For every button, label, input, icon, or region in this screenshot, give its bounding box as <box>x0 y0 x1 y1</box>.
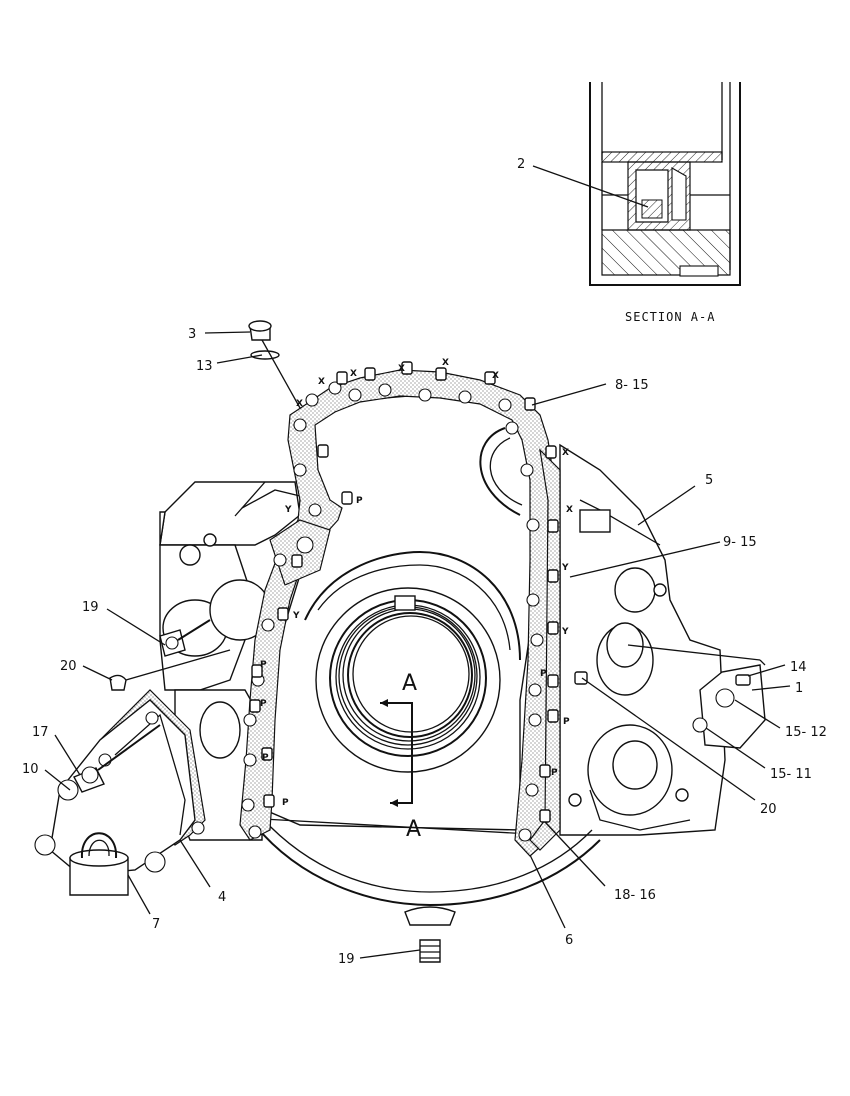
callout-8-15: 8- 15 <box>615 378 649 393</box>
callout-1: 1 <box>795 681 803 696</box>
gasket-mark-label: Y <box>561 627 569 637</box>
gasket-mark-label: X <box>296 399 303 409</box>
gasket-mark-label: P <box>540 669 547 679</box>
gasket-mark-label: X <box>318 377 325 387</box>
gasket-mark-label: P <box>260 699 267 709</box>
gasket-mark-label: P <box>282 798 289 808</box>
misc-fasteners <box>109 619 588 963</box>
gasket-mark-label: Y <box>292 611 300 621</box>
callout-20-left: 20 <box>60 659 77 674</box>
callout-5: 5 <box>705 473 713 488</box>
callout-19-left: 19 <box>82 600 99 615</box>
callout-18-16: 18- 16 <box>614 888 656 903</box>
callout-labels: 3 13 8- 15 5 9- 15 19 20 14 1 17 15- 12 … <box>22 327 827 967</box>
gasket-mark-label: X <box>398 364 405 374</box>
section-marker-a-upper: A <box>402 671 417 696</box>
gasket-mark-label: X <box>566 505 573 515</box>
gasket-mark-label: P <box>262 753 269 763</box>
callout-13: 13 <box>196 359 213 374</box>
gasket-mark-label: P <box>260 660 267 670</box>
callout-14: 14 <box>790 660 807 675</box>
gasket-mark-label: P <box>551 768 558 778</box>
callout-6: 6 <box>565 933 573 948</box>
callout-15-12: 15- 12 <box>785 725 827 740</box>
callout-2: 2 <box>517 157 525 172</box>
callout-7: 7 <box>152 917 160 932</box>
callout-15-11: 15- 11 <box>770 767 812 782</box>
section-a-a-inset: 2 SECTION A-A <box>517 82 741 324</box>
callout-leaders <box>44 331 791 959</box>
gasket-mark-label: X <box>492 371 499 381</box>
engine-block <box>159 443 726 926</box>
gasket-mark-label: X <box>350 369 357 379</box>
section-title: SECTION A-A <box>625 310 715 324</box>
gasket-mark-label: P <box>356 496 363 506</box>
front-cover: A A <box>244 394 541 842</box>
callout-4: 4 <box>218 890 226 905</box>
callout-20-right: 20 <box>760 802 777 817</box>
callout-3: 3 <box>188 327 196 342</box>
plug-assembly <box>248 320 301 409</box>
gasket-mark-label: X <box>562 448 569 458</box>
front-cover-gasket <box>239 369 561 857</box>
gasket-mark-label: P <box>563 717 570 727</box>
callout-17: 17 <box>32 725 49 740</box>
callout-10: 10 <box>22 762 39 777</box>
gasket-marks: X X X X X X X X Y Y Y Y P P P P P P P P <box>260 358 573 808</box>
callout-9-15: 9- 15 <box>723 535 757 550</box>
gasket-mark-label: Y <box>284 505 292 515</box>
right-cover-plate <box>627 644 766 749</box>
gasket-mark-label: Y <box>561 563 569 573</box>
accessory-cover <box>34 689 206 896</box>
gasket-mark-label: X <box>442 358 449 368</box>
section-marker-a-lower: A <box>406 817 421 842</box>
callout-19-bottom: 19 <box>338 952 355 967</box>
